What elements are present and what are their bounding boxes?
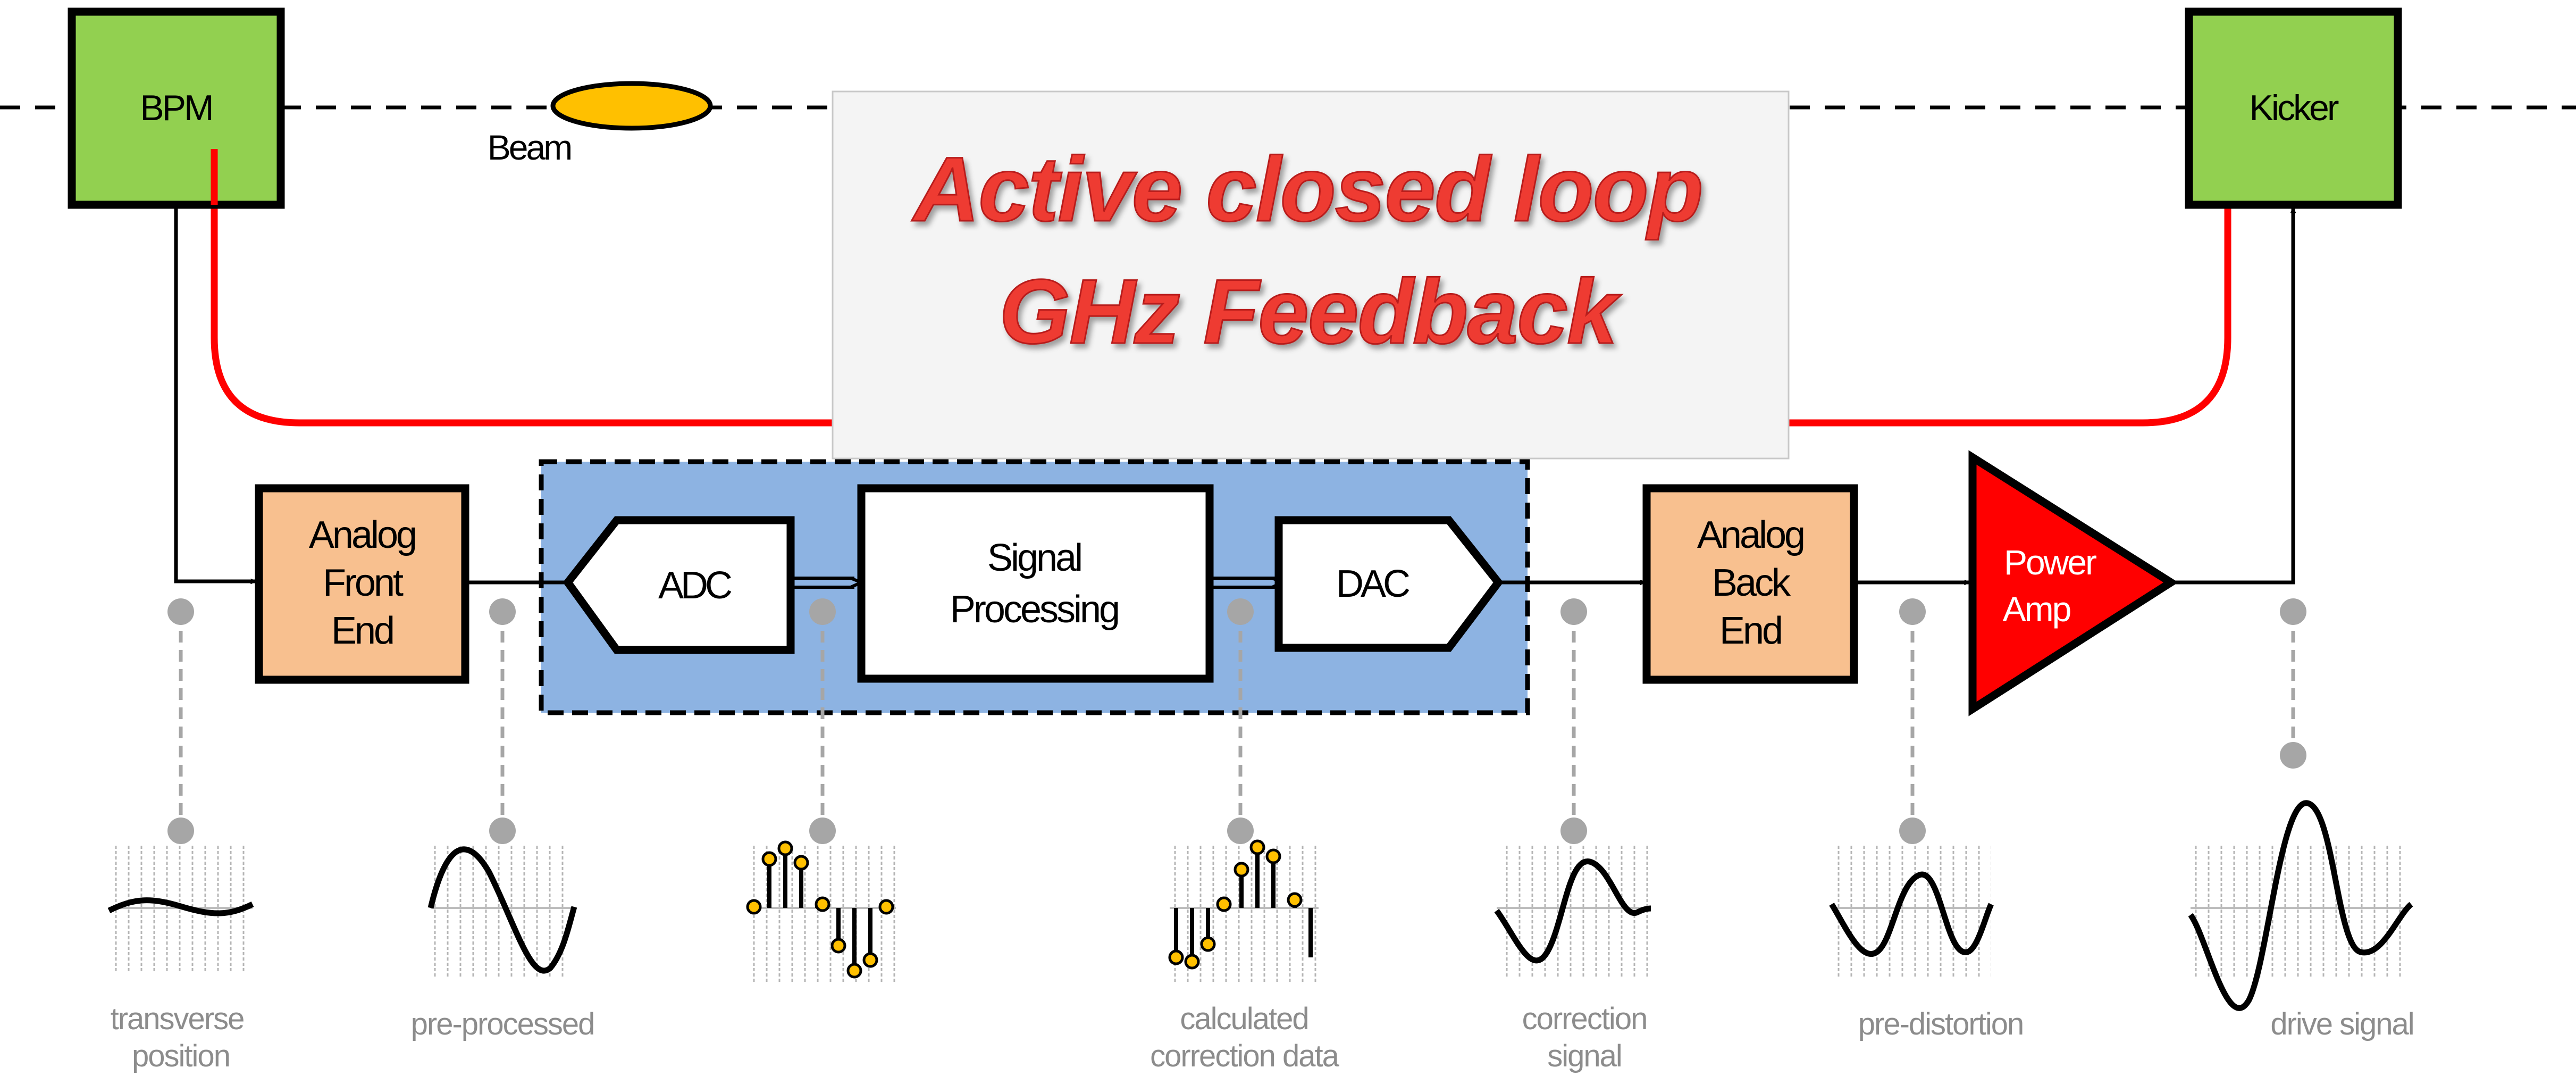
probe-stems [179, 612, 2295, 831]
label-drive: drive signal [2270, 1007, 2413, 1041]
title-line-2: GHz Feedback [999, 261, 1622, 363]
title-line-1: Active closed loop [911, 138, 1702, 240]
dac-block: DAC [1274, 516, 1504, 652]
power-amp-block: Power Amp [1968, 450, 2179, 716]
label-preprocessed: pre-processed [411, 1007, 594, 1041]
kicker-label: Kicker [2250, 88, 2339, 128]
bpm-to-afe-line [174, 205, 255, 581]
label-transverse-1: transverse [111, 1002, 244, 1036]
kicker-block: Kicker [2185, 7, 2402, 209]
abe-label-2: Back [1712, 562, 1791, 604]
bpm-block: BPM [68, 7, 285, 209]
probe-dots [167, 598, 2306, 844]
signal-processing-block: Signal Processing [857, 484, 1214, 683]
sp-label-1: Signal [987, 537, 1081, 579]
label-calculated-2: correction data [1150, 1039, 1339, 1073]
afe-label-1: Analog [309, 514, 415, 556]
waveform-correction-data [1168, 839, 1319, 984]
bpm-label: BPM [140, 88, 212, 128]
label-transverse-2: position [132, 1039, 230, 1073]
label-calculated-1: calculated [1180, 1002, 1308, 1036]
beam-label: Beam [488, 128, 570, 167]
power-amp-label-2: Amp [2003, 589, 2070, 629]
power-amp-label-1: Power [2004, 543, 2096, 582]
dac-label: DAC [1336, 563, 1409, 605]
afe-label-2: Front [323, 562, 404, 604]
amp-to-kicker-line [2171, 208, 2293, 585]
abe-label-3: End [1719, 610, 1781, 652]
waveform-correction-signal [1494, 846, 1651, 979]
title-box [832, 90, 1790, 460]
label-correction-2: signal [1547, 1039, 1622, 1073]
afe-block: Analog Front End [255, 484, 469, 684]
afe-label-3: End [331, 610, 393, 652]
adc-label: ADC [658, 564, 732, 607]
waveform-sampled [746, 840, 896, 984]
beam-bunch [550, 81, 713, 131]
sp-label-2: Processing [950, 588, 1118, 631]
waveform-preprocessed [427, 846, 577, 979]
waveform-transverse [107, 846, 254, 973]
waveform-predistortion [1829, 846, 1994, 979]
abe-block: Analog Back End [1642, 484, 1858, 684]
adc-block: ADC [563, 516, 795, 654]
label-correction-1: correction [1522, 1002, 1647, 1036]
waveform-drive [2188, 800, 2413, 1011]
label-predistortion: pre-distortion [1858, 1007, 2023, 1041]
abe-label-1: Analog [1697, 514, 1803, 556]
